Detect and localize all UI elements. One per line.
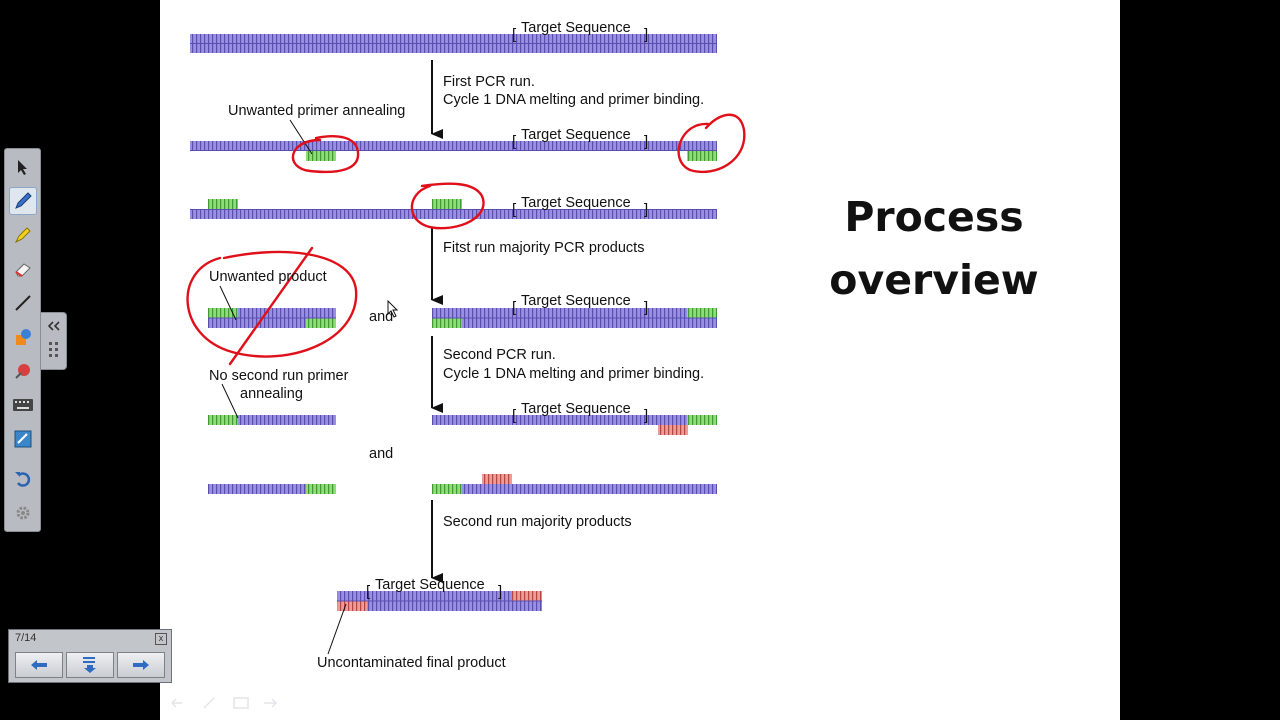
keyboard-icon	[13, 399, 33, 411]
dna-template-strand	[190, 34, 717, 53]
pen-tool[interactable]	[9, 187, 37, 215]
eraser-tool[interactable]	[9, 255, 37, 283]
next-page-button[interactable]	[117, 652, 165, 678]
line-icon	[15, 295, 31, 311]
target-sequence-label-1: Target Sequence	[521, 20, 631, 36]
second-run-lower-left	[208, 484, 336, 494]
arrow-right-icon	[133, 660, 149, 670]
first-run-product	[432, 308, 717, 328]
bracket-open-1: [	[512, 26, 517, 43]
magic-pen-tool[interactable]	[9, 357, 37, 385]
second-products-label: Second run majority products	[443, 514, 632, 530]
target-sequence-label-6: Target Sequence	[375, 577, 485, 593]
target-sequence-label-3: Target Sequence	[521, 195, 631, 211]
no-second-annealing-line1: No second run primer	[209, 368, 349, 384]
keyboard-tool[interactable]	[9, 391, 37, 419]
step2-text-line2: Cycle 1 DNA melting and primer binding.	[443, 366, 705, 382]
capture-icon	[14, 430, 32, 448]
toolbar-collapse-tab[interactable]	[41, 312, 67, 370]
unwanted-annealing-label: Unwanted primer annealing	[228, 103, 406, 119]
pcr-diagram	[186, 34, 746, 655]
shapes-icon	[16, 329, 31, 345]
circle-unwanted-product	[186, 250, 358, 358]
primer-right	[687, 151, 717, 161]
arrow-left-icon	[31, 660, 47, 670]
unwanted-product-label: Unwanted product	[209, 269, 327, 285]
page-menu-button[interactable]	[66, 652, 114, 678]
bracket-close-5: ]	[644, 407, 649, 424]
second-run-left-strand	[208, 383, 336, 425]
red-annotations	[186, 113, 746, 366]
undo-icon	[15, 472, 31, 487]
page-number: 7/14	[15, 632, 37, 644]
slide-canvas: [ Target Sequence ] First PCR run. Cycle…	[160, 0, 1120, 720]
capture-tool[interactable]	[9, 425, 37, 453]
floating-tools-faded	[171, 697, 278, 709]
slide-title-line2: overview	[829, 256, 1039, 304]
circle-unwanted-primer	[291, 135, 360, 174]
final-product-label: Uncontaminated final product	[317, 655, 506, 671]
and-label-1: and	[369, 309, 394, 325]
list-down-icon	[83, 657, 96, 673]
step1-text-line1: First PCR run.	[443, 74, 535, 90]
target-sequence-label-2: Target Sequence	[521, 127, 631, 143]
circle-row3-primer	[410, 182, 485, 230]
circle-right-primer	[677, 113, 746, 173]
unwanted-product-strand	[208, 285, 336, 328]
slide-title: Process overview	[810, 186, 1058, 312]
bracket-close-3: ]	[644, 201, 649, 218]
undo-tool[interactable]	[9, 465, 37, 493]
bracket-close-1: ]	[644, 26, 649, 43]
eraser-icon	[15, 263, 31, 277]
bracket-open-5: [	[512, 407, 517, 424]
mouse-cursor-icon	[387, 300, 399, 318]
dna-melted-strand	[190, 119, 717, 161]
annotation-toolbar	[4, 148, 41, 532]
settings-tool[interactable]	[9, 499, 37, 527]
page-navigator: 7/14 x	[8, 629, 172, 683]
double-chevron-left-icon	[47, 321, 60, 331]
second-run-right-strand	[432, 415, 717, 435]
bracket-open-3: [	[512, 201, 517, 218]
select-arrow-icon	[18, 160, 27, 175]
shapes-tool[interactable]	[9, 323, 37, 351]
target-sequence-label-4: Target Sequence	[521, 293, 631, 309]
select-tool[interactable]	[9, 153, 37, 181]
pager-close-button[interactable]: x	[155, 633, 167, 645]
highlighter-tool[interactable]	[9, 221, 37, 249]
settings-icon	[16, 506, 30, 520]
no-second-annealing-line2: annealing	[240, 386, 303, 402]
slide-title-line1: Process	[844, 193, 1024, 241]
highlighter-icon	[14, 227, 31, 244]
bracket-open-2: [	[512, 133, 517, 150]
step1-text-line2: Cycle 1 DNA melting and primer binding.	[443, 92, 705, 108]
dna-strand-row3	[190, 199, 717, 219]
strike-unwanted-product	[228, 246, 314, 366]
bracket-close-4: ]	[644, 299, 649, 316]
bracket-close-6: ]	[498, 583, 503, 600]
line-tool[interactable]	[9, 289, 37, 317]
previous-page-button[interactable]	[15, 652, 63, 678]
first-products-label: Fitst run majority PCR products	[443, 240, 645, 256]
final-product-strand	[327, 591, 542, 655]
second-run-lower-right	[432, 474, 717, 494]
bracket-close-2: ]	[644, 133, 649, 150]
annotation-pointer	[289, 119, 313, 155]
bracket-open-4: [	[512, 299, 517, 316]
step2-text-line1: Second PCR run.	[443, 347, 556, 363]
and-label-2: and	[369, 446, 394, 462]
grid-handle-icon	[49, 342, 58, 357]
unwanted-primer	[306, 151, 336, 161]
magic-pen-icon	[15, 364, 30, 379]
pen-icon	[15, 192, 32, 209]
target-sequence-label-5: Target Sequence	[521, 401, 631, 417]
bracket-open-6: [	[366, 583, 371, 600]
